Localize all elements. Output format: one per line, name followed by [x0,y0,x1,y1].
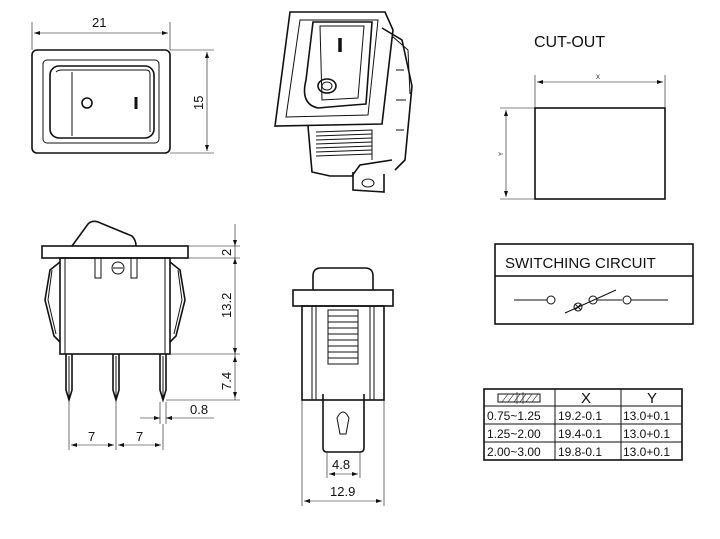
dim-width-21: 21 [92,15,106,30]
front-view: 21 15 [31,15,214,154]
panel-thickness-icon [497,392,541,404]
dim-top-2: 2 [219,249,234,256]
dim-tab-width-4-8: 4.8 [332,457,350,472]
isometric-view [274,11,413,193]
table-cell: 13.0+0.1 [623,445,670,459]
panel-thickness-table: X Y 0.75~1.25 19.2-0.1 13.0+0.1 1.25~2.0… [483,388,683,461]
dim-body-width-12-9: 12.9 [330,484,355,499]
dim-height-15: 15 [191,96,206,110]
table-cell: 19.4-0.1 [558,427,602,441]
side-view: 2 13.2 7.4 0.8 7 7 [41,220,240,450]
table-cell: 13.0+0.1 [623,409,670,423]
cutout-y-label: Y [499,152,505,156]
cutout-x-label: X [596,75,600,81]
switching-circuit: SWITCHING CIRCUIT [494,243,694,325]
dim-body-13-2: 13.2 [219,293,234,318]
switching-circuit-title: SWITCHING CIRCUIT [505,255,656,272]
table-cell: 2.00~3.00 [487,445,541,459]
end-view-ribs [327,309,359,365]
table-header-x: X [581,390,591,407]
cutout-panel: CUT-OUT X Y [499,34,666,200]
body-ribs [315,133,373,157]
pins [65,354,167,403]
cutout-title: CUT-OUT [534,34,605,51]
table-header-y: Y [647,390,657,407]
end-view: 4.8 12.9 [292,267,394,506]
table-cell: 19.2-0.1 [558,409,602,423]
dim-pitch-right-7: 7 [136,429,143,444]
table-cell: 0.75~1.25 [487,409,541,423]
dim-pin-7-4: 7.4 [219,372,234,390]
dim-pin-thickness-0-8: 0.8 [190,402,208,417]
table-cell: 13.0+0.1 [623,427,670,441]
dim-pitch-left-7: 7 [88,429,95,444]
table-cell: 19.8-0.1 [558,445,602,459]
table-cell: 1.25~2.00 [487,427,541,441]
